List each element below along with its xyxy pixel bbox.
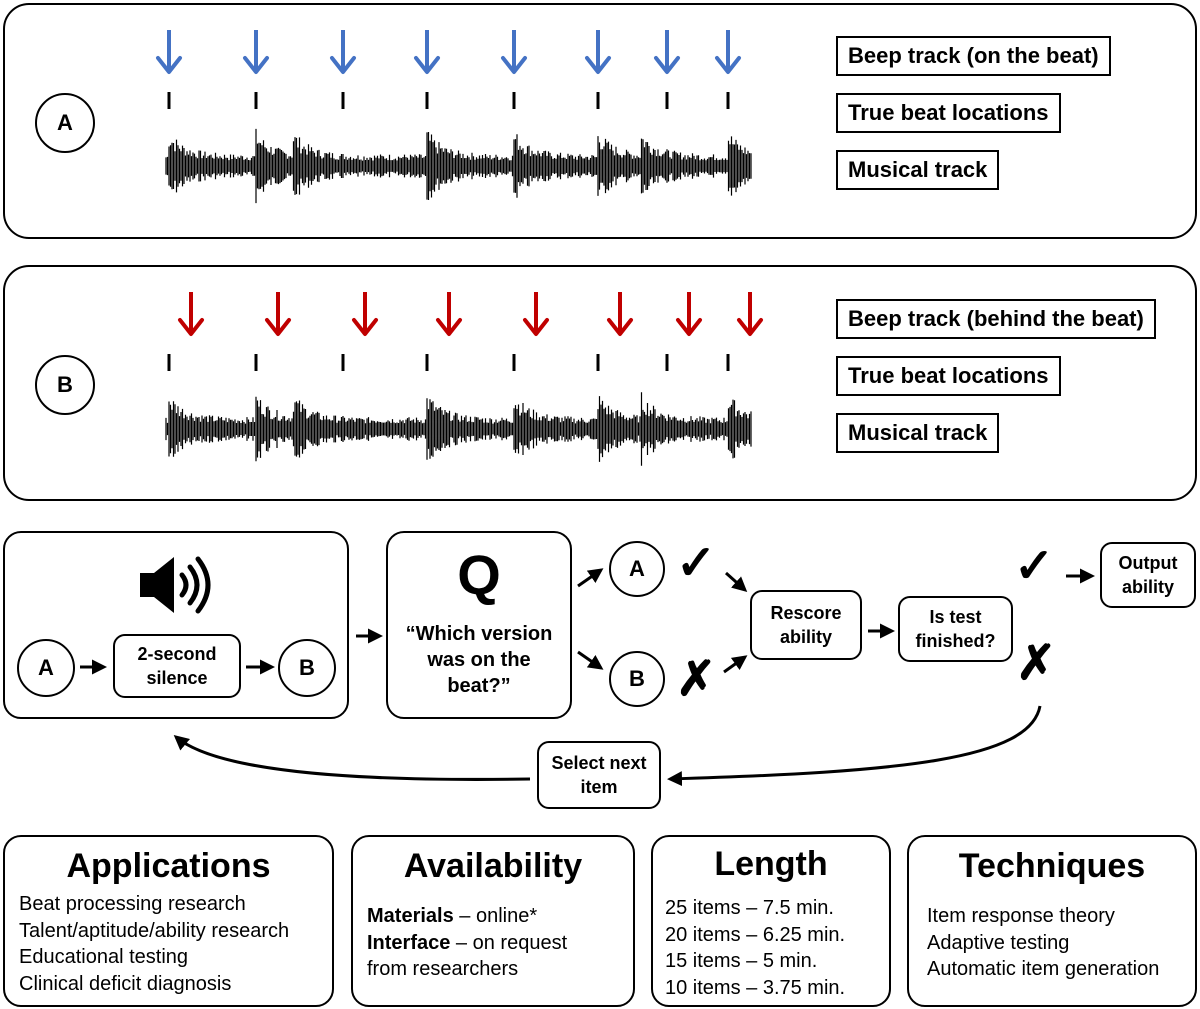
applications-box: Applications Beat processing research Ta… — [3, 835, 334, 1007]
beep-arrow-head — [156, 56, 182, 74]
beep-arrow-head — [607, 318, 633, 336]
beep-track-label: Beep track (on the beat) — [836, 36, 1111, 76]
availability-title: Availability — [403, 847, 583, 885]
list-item: 10 items – 3.75 min. — [665, 976, 846, 999]
beep-arrow-head — [737, 318, 763, 336]
waveform — [165, 392, 752, 466]
panel-a-circle: A — [35, 93, 95, 153]
speaker-icon — [140, 556, 211, 614]
arrow-next-to-play — [173, 735, 531, 781]
beep-arrow-head — [715, 56, 741, 74]
beep-arrow-head — [501, 56, 527, 74]
materials-label: Materials — [367, 905, 454, 927]
techniques-title: Techniques — [958, 847, 1146, 885]
list-item: 15 items – 5 min. — [665, 950, 818, 972]
output-box: Output ability — [1100, 542, 1196, 608]
panel-b: B Beep track (behind the beat) True beat… — [3, 265, 1197, 501]
list-item: from researchers — [367, 958, 519, 980]
length-title: Length — [714, 845, 828, 883]
beep-arrow-head — [436, 318, 462, 336]
beep-arrow-head — [585, 56, 611, 74]
choice-b-circle: B — [609, 651, 665, 707]
play-pair-box: A 2-second silence B — [3, 531, 349, 719]
beep-arrow-head — [676, 318, 702, 336]
beep-arrow-head — [243, 56, 269, 74]
check-mark-finished: ✓ — [1014, 540, 1055, 593]
cross-mark-finished: ✗ — [1016, 637, 1057, 690]
finished-box: Is test finished? — [898, 596, 1013, 662]
list-item: Clinical deficit diagnosis — [19, 972, 232, 995]
beep-arrow-head — [330, 56, 356, 74]
play-b-circle: B — [278, 639, 336, 697]
beep-arrow-head — [414, 56, 440, 74]
rescore-box: Rescore ability — [750, 590, 862, 660]
list-item: Automatic item generation — [927, 958, 1160, 980]
beep-arrow-head — [265, 318, 291, 336]
true-beat-label: True beat locations — [836, 93, 1061, 133]
arrow-cross-to-next — [667, 705, 1042, 787]
length-list: 25 items – 7.5 min. 20 items – 6.25 min.… — [665, 895, 845, 1001]
list-item: Educational testing — [19, 946, 189, 968]
length-box: Length 25 items – 7.5 min. 20 items – 6.… — [651, 835, 891, 1007]
beep-arrow-head — [654, 56, 680, 74]
next-item-box: Select next item — [537, 741, 661, 809]
list-item: 25 items – 7.5 min. — [665, 897, 834, 919]
interface-label: Interface — [367, 931, 451, 954]
arrow-cross-to-rescore — [723, 655, 748, 674]
list-item: Materials – online* — [367, 903, 567, 930]
list-item: 20 items – 6.25 min. — [665, 923, 846, 946]
techniques-list: Item response theory Adaptive testing Au… — [927, 903, 1159, 983]
materials-value: – online* — [453, 905, 538, 927]
audio-tracks — [156, 30, 763, 466]
waveform — [165, 128, 752, 204]
beep-track-label: Beep track (behind the beat) — [836, 299, 1156, 339]
musical-track-label: Musical track — [836, 413, 1000, 453]
cross-mark-b: ✗ — [676, 653, 717, 706]
beep-arrow-head — [352, 318, 378, 336]
question-box: Q “Which version was on the beat?” — [386, 531, 572, 719]
choice-a-circle: A — [609, 541, 665, 597]
beep-arrow-head — [178, 318, 204, 336]
arrow-to-choice-b — [577, 650, 604, 670]
list-item: Beat processing research — [19, 893, 246, 915]
availability-box: Availability Materials – online* Interfa… — [351, 835, 635, 1007]
list-item: Item response theory — [927, 905, 1115, 927]
question-text: “Which version was on the beat?” — [405, 623, 553, 697]
list-item: Adaptive testing — [927, 931, 1070, 954]
q-letter: Q — [457, 543, 501, 606]
interface-value: – on request — [450, 931, 568, 954]
list-item: Talent/aptitude/ability research — [19, 919, 290, 942]
beep-arrow-head — [523, 318, 549, 336]
applications-list: Beat processing research Talent/aptitude… — [19, 891, 289, 997]
musical-track-label: Musical track — [836, 150, 1000, 190]
availability-list: Materials – online* Interface – on reque… — [367, 903, 567, 983]
true-beat-label: True beat locations — [836, 356, 1061, 396]
silence-box: 2-second silence — [113, 634, 241, 698]
panel-b-circle: B — [35, 355, 95, 415]
techniques-box: Techniques Item response theory Adaptive… — [907, 835, 1197, 1007]
arrow-to-choice-a — [577, 568, 604, 588]
check-mark-a: ✓ — [676, 537, 717, 590]
list-item: Interface – on request — [367, 930, 567, 957]
play-a-circle: A — [17, 639, 75, 697]
arrow-check-to-rescore — [724, 571, 748, 593]
applications-title: Applications — [66, 847, 271, 885]
